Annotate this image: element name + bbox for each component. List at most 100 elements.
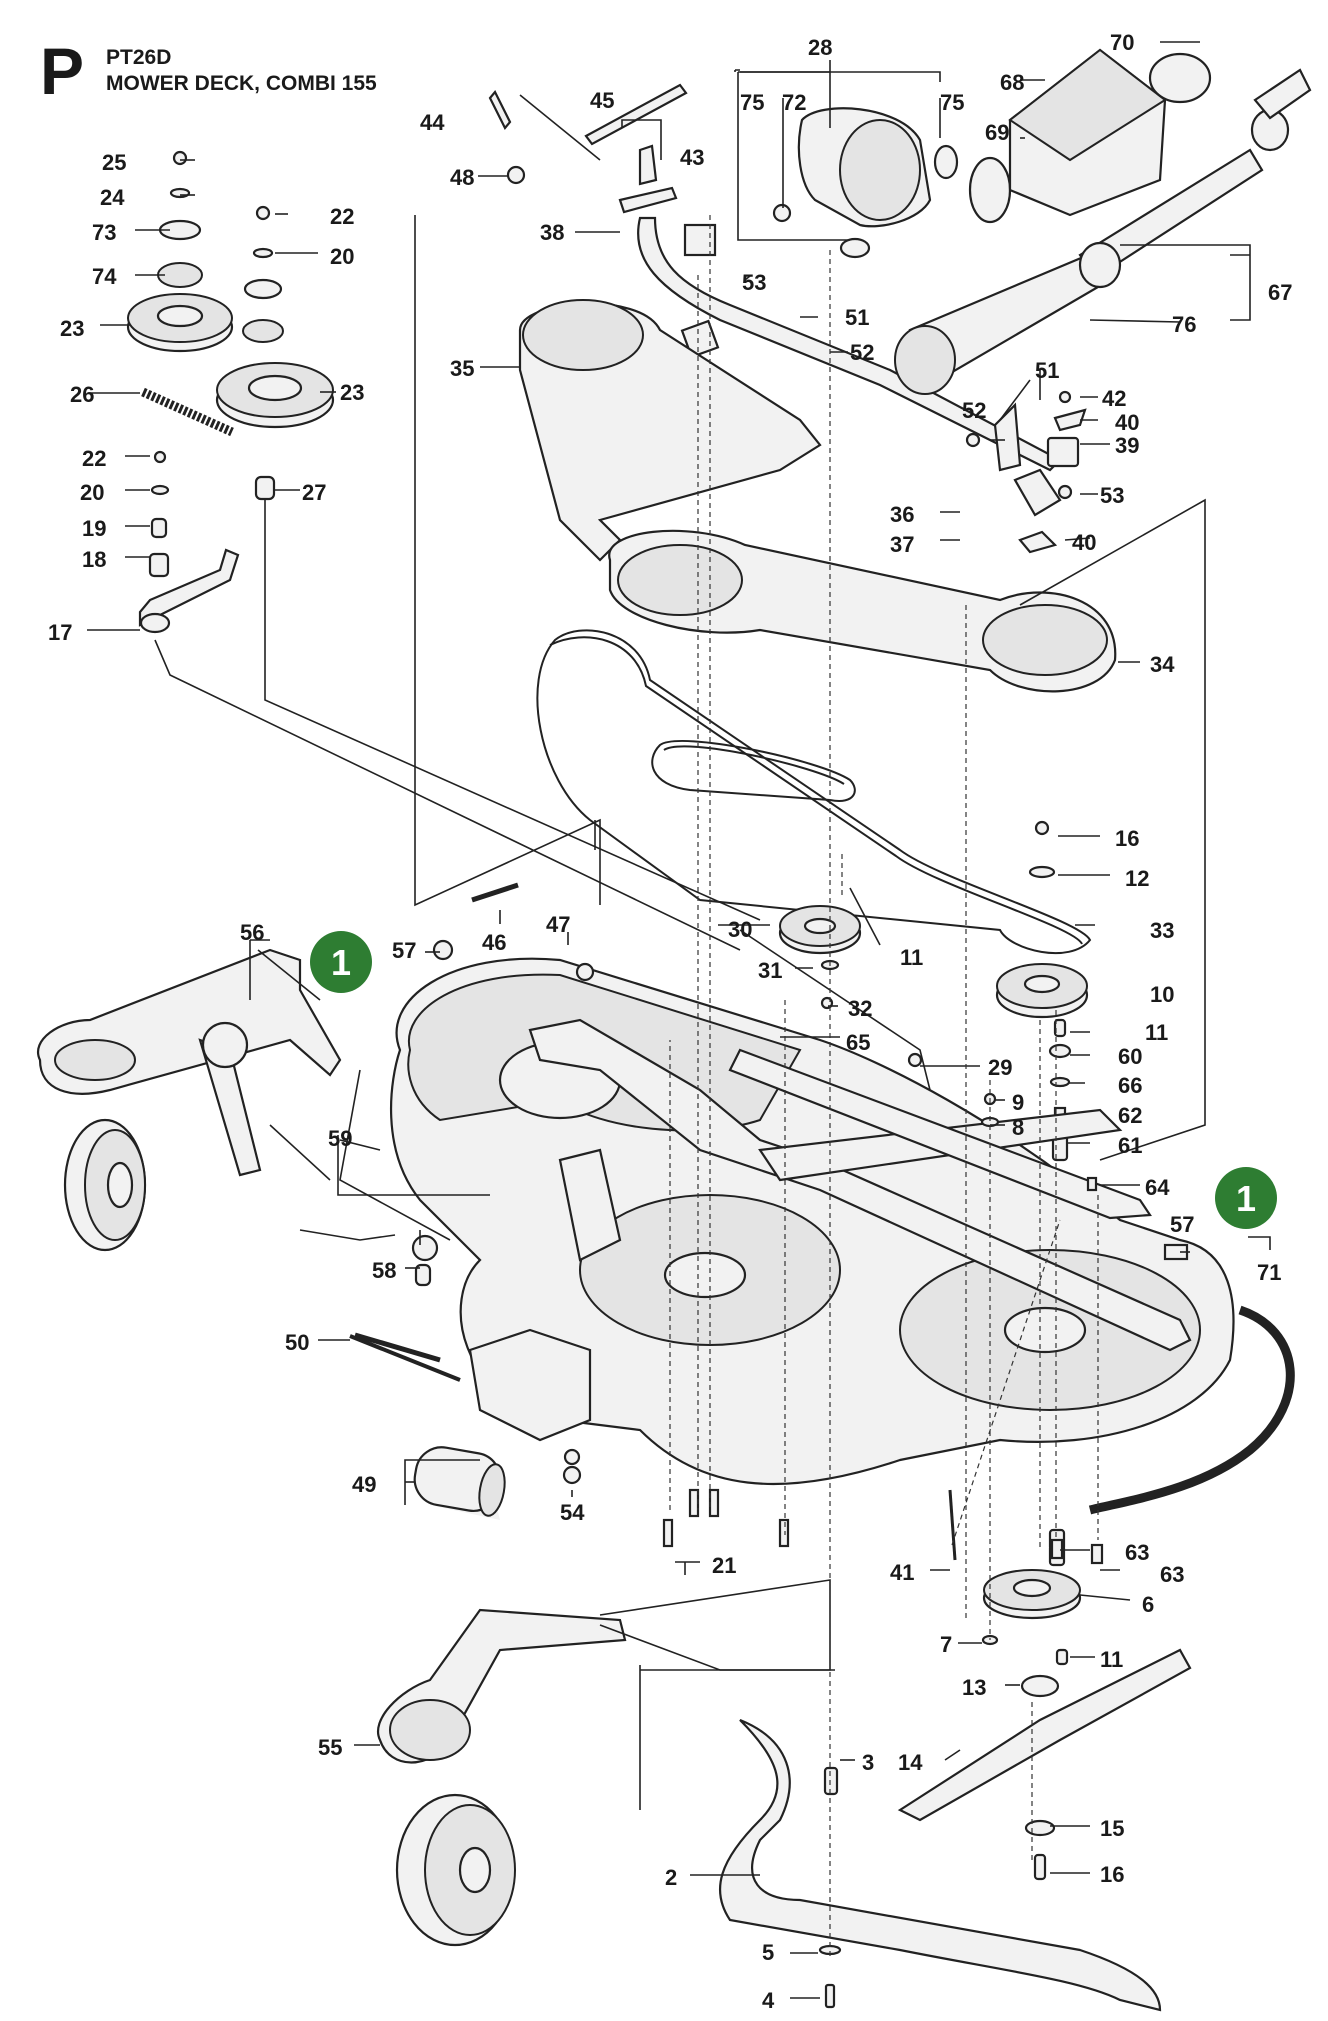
part-number-p32: 32 (848, 996, 872, 1021)
part-number-p20b: 20 (80, 480, 104, 505)
part-number-p64: 64 (1145, 1175, 1170, 1200)
front-roller (354, 1234, 581, 1520)
part-number-p38: 38 (540, 220, 564, 245)
part-number-p16b: 16 (1100, 1862, 1124, 1887)
part-number-p22a: 22 (330, 204, 354, 229)
part-number-p28: 28 (808, 35, 832, 60)
part-number-p25: 25 (102, 150, 126, 175)
part-number-p70: 70 (1110, 30, 1134, 55)
part-number-p20a: 20 (330, 244, 354, 269)
part-number-p52b: 52 (962, 398, 986, 423)
part-number-p67: 67 (1268, 280, 1292, 305)
part-number-p17: 17 (48, 620, 72, 645)
part-number-p43: 43 (680, 145, 704, 170)
part-number-p52a: 52 (850, 340, 874, 365)
part-number-p7: 7 (940, 1632, 952, 1657)
part-number-p48: 48 (450, 165, 474, 190)
part-number-p40b: 40 (1072, 530, 1096, 555)
part-number-p21: 21 (712, 1553, 736, 1578)
part-number-p51a: 51 (845, 305, 869, 330)
dashed-axis-lines (669, 215, 1099, 1960)
part-number-p27: 27 (302, 480, 326, 505)
part-number-p12: 12 (1125, 866, 1149, 891)
diagram-title: MOWER DECK, COMBI 155 (106, 72, 377, 95)
part-number-p75a: 75 (740, 90, 764, 115)
part-number-p71: 71 (1257, 1260, 1281, 1285)
drive-belts (536, 629, 1092, 955)
part-drawings: 1 1 (37, 41, 1312, 2012)
part-number-p22b: 22 (82, 446, 106, 471)
part-number-p5: 5 (762, 1940, 774, 1965)
part-number-p44: 44 (420, 110, 445, 135)
part-number-p19: 19 (82, 516, 106, 541)
part-number-p63b: 63 (1160, 1562, 1184, 1587)
section-letter: P (40, 34, 85, 108)
part-number-p59: 59 (328, 1126, 352, 1151)
part-number-p72: 72 (782, 90, 806, 115)
part-number-p60: 60 (1118, 1044, 1142, 1069)
mower-deck (389, 957, 1295, 1515)
part-number-p40a: 40 (1115, 410, 1139, 435)
belt-covers (518, 299, 1117, 693)
gearbox (772, 48, 1212, 259)
part-number-p14: 14 (898, 1750, 923, 1775)
part-number-p58: 58 (372, 1258, 396, 1283)
model-code: PT26D (106, 46, 172, 69)
part-number-p23a: 23 (60, 316, 84, 341)
part-number-p56: 56 (240, 920, 264, 945)
part-number-p51b: 51 (1035, 358, 1059, 383)
part-number-p26: 26 (70, 382, 94, 407)
part-number-p33: 33 (1150, 918, 1174, 943)
part-number-p63a: 63 (1125, 1540, 1149, 1565)
part-number-p55: 55 (318, 1735, 342, 1760)
part-number-p75b: 75 (940, 90, 964, 115)
part-number-p57a: 57 (392, 938, 416, 963)
part-number-p16a: 16 (1115, 826, 1139, 851)
part-number-p11a: 11 (900, 945, 923, 970)
part-number-p13: 13 (962, 1675, 986, 1700)
part-number-p45: 45 (590, 88, 614, 113)
part-number-p4: 4 (762, 1988, 775, 2013)
drive-shaft (894, 68, 1312, 395)
part-number-p62: 62 (1118, 1103, 1142, 1128)
part-number-p50: 50 (285, 1330, 309, 1355)
part-number-p69: 69 (985, 120, 1009, 145)
part-number-p34: 34 (1150, 652, 1175, 677)
part-number-p74: 74 (92, 264, 117, 289)
part-number-p57b: 57 (1170, 1212, 1194, 1237)
part-number-p53a: 53 (742, 270, 766, 295)
part-number-p65: 65 (846, 1030, 870, 1055)
part-number-p41: 41 (890, 1560, 914, 1585)
part-number-p61: 61 (1118, 1133, 1142, 1158)
part-number-p11b: 11 (1145, 1020, 1168, 1045)
part-number-p3: 3 (862, 1750, 874, 1775)
part-number-p10: 10 (1150, 982, 1174, 1007)
caster-wheel-lower (377, 1608, 627, 1947)
part-number-p24: 24 (100, 185, 125, 210)
part-number-p31: 31 (758, 958, 782, 983)
part-number-p47: 47 (546, 912, 570, 937)
part-number-p36: 36 (890, 502, 914, 527)
assembly-lines (154, 215, 1206, 1810)
part-number-p23b: 23 (340, 380, 364, 405)
spindle-and-blades (718, 1528, 1192, 2012)
part-number-p76: 76 (1172, 312, 1196, 337)
part-number-p66: 66 (1118, 1073, 1142, 1098)
part-number-p39: 39 (1115, 433, 1139, 458)
part-number-p46: 46 (482, 930, 506, 955)
part-number-p54: 54 (560, 1500, 585, 1525)
deck-pulleys (778, 820, 1089, 1162)
idler-arm-right (965, 390, 1087, 554)
part-number-p29: 29 (988, 1055, 1012, 1080)
part-number-p18: 18 (82, 547, 106, 572)
part-number-p11c: 11 (1100, 1647, 1123, 1672)
callout-badge-right (1215, 1167, 1277, 1229)
part-number-p37: 37 (890, 532, 914, 557)
part-number-p53b: 53 (1100, 483, 1124, 508)
part-number-p15: 15 (1100, 1816, 1124, 1841)
part-number-p2: 2 (665, 1865, 677, 1890)
callout-badge-label: 1 (1236, 1178, 1256, 1219)
callout-badge-left (310, 931, 372, 993)
